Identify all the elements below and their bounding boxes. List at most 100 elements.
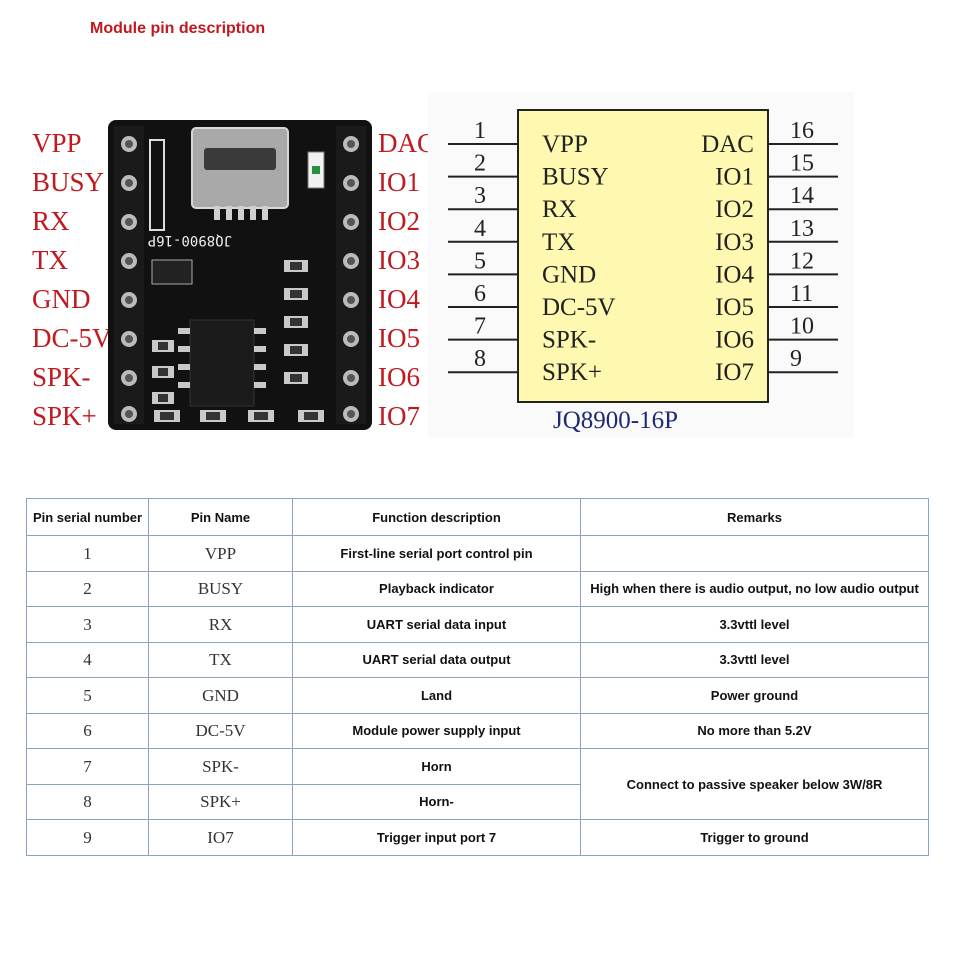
pin-name-cell: RX: [148, 606, 293, 643]
pin-name-cell: BUSY: [148, 570, 293, 607]
table-row: 1 VPP First-line serial port control pin: [26, 535, 929, 572]
function-cell: Playback indicator: [292, 570, 581, 607]
table-row: 6 DC-5V Module power supply input No mor…: [26, 712, 929, 749]
right-pin-name: IO3: [715, 229, 754, 256]
table-row: 8 SPK+ Horn-: [26, 783, 929, 820]
left-pin-name: BUSY: [542, 164, 609, 191]
board-left-pin-labels: VPP BUSY RX TX GND DC-5V SPK- SPK+: [32, 124, 112, 436]
pin-name-cell: DC-5V: [148, 712, 293, 749]
board-pin-label: DAC: [378, 128, 436, 158]
chip-label: JQ8900-16P: [553, 407, 678, 434]
left-pin-name: SPK+: [542, 359, 602, 386]
left-pin-name: DC-5V: [542, 294, 616, 321]
pin-table: Pin serial number Pin Name Function desc…: [26, 498, 929, 856]
board-pin-label: IO2: [378, 206, 420, 236]
left-pin-number: 6: [474, 281, 486, 307]
chip-body: [517, 109, 769, 403]
remark-cell: 3.3vttl level: [580, 606, 929, 643]
right-pin-name: IO2: [715, 196, 754, 223]
left-pin-number: 5: [474, 248, 486, 274]
pin-number-cell: 7: [26, 748, 149, 785]
remark-cell: Connect to passive speaker below 3W/8R: [580, 748, 929, 820]
remark-cell: No more than 5.2V: [580, 712, 929, 749]
right-pin-name: IO6: [715, 327, 754, 354]
board-pin-label: SPK+: [32, 401, 97, 431]
right-pin-name: IO1: [715, 164, 754, 191]
micro-usb-connector: [191, 127, 289, 220]
right-pin-name: IO7: [715, 359, 754, 386]
left-pin-name: RX: [542, 196, 577, 223]
pin-table-container: Pin serial number Pin Name Function desc…: [26, 498, 929, 856]
function-cell: Land: [292, 677, 581, 714]
board-pin-label: IO4: [378, 284, 420, 314]
left-pin-number: 2: [474, 151, 486, 177]
smd-components: [152, 260, 324, 422]
board-pin-label: IO6: [378, 362, 420, 392]
left-pin-number: 3: [474, 183, 486, 209]
function-cell: UART serial data output: [292, 641, 581, 678]
remark-cell: [580, 535, 929, 572]
header-remarks: Remarks: [580, 498, 929, 536]
function-cell: First-line serial port control pin: [292, 535, 581, 572]
left-pin-header: [114, 126, 144, 424]
left-pin-name: VPP: [542, 131, 588, 158]
right-pin-number: 11: [790, 281, 813, 307]
main-ic-chip: [178, 319, 266, 407]
pin-number-cell: 1: [26, 535, 149, 572]
pin-number-cell: 4: [26, 641, 149, 678]
header-pin-number: Pin serial number: [26, 498, 149, 536]
left-pin-name: SPK-: [542, 327, 596, 354]
right-pin-number: 10: [790, 314, 814, 340]
header-function: Function description: [292, 498, 581, 536]
board-pin-label: IO7: [378, 401, 420, 431]
remark-cell: Trigger to ground: [580, 819, 929, 856]
right-pin-number: 15: [790, 151, 814, 177]
function-cell: UART serial data input: [292, 606, 581, 643]
transistor-component: [151, 259, 193, 285]
right-pin-number: 14: [790, 183, 814, 209]
function-cell: Horn: [292, 748, 581, 785]
table-row: 5 GND Land Power ground: [26, 677, 929, 714]
pin-name-cell: VPP: [148, 535, 293, 572]
table-header-row: Pin serial number Pin Name Function desc…: [26, 498, 929, 536]
pin-name-cell: TX: [148, 641, 293, 678]
right-pin-name: IO5: [715, 294, 754, 321]
board-pin-label: TX: [32, 245, 68, 275]
table-row: 3 RX UART serial data input 3.3vttl leve…: [26, 606, 929, 643]
pin-name-cell: GND: [148, 677, 293, 714]
pin-number-cell: 9: [26, 819, 149, 856]
remark-cell: Power ground: [580, 677, 929, 714]
left-pin-name: GND: [542, 261, 596, 288]
right-pin-number: 9: [790, 346, 802, 372]
left-pin-name: TX: [542, 229, 575, 256]
pin-number-cell: 5: [26, 677, 149, 714]
table-row: 7 SPK- Horn Connect to passive speaker b…: [26, 748, 929, 820]
pin-name-cell: SPK-: [148, 748, 293, 785]
board-pin-label: IO5: [378, 323, 420, 353]
pin-name-cell: IO7: [148, 819, 293, 856]
function-cell: Module power supply input: [292, 712, 581, 749]
left-pin-number: 1: [474, 118, 486, 144]
board-pin-label: SPK-: [32, 362, 91, 392]
right-pin-number: 13: [790, 216, 814, 242]
right-pin-name: DAC: [701, 131, 754, 158]
remark-cell: High when there is audio output, no low …: [580, 570, 929, 607]
pin-number-cell: 2: [26, 570, 149, 607]
board-pin-label: RX: [32, 206, 70, 236]
board-pin-label: GND: [32, 284, 91, 314]
remark-cell: 3.3vttl level: [580, 641, 929, 678]
board-pin-label: IO3: [378, 245, 420, 275]
function-cell: Horn-: [292, 783, 581, 820]
left-pin-number: 7: [474, 314, 486, 340]
left-pin-number: 8: [474, 346, 486, 372]
board-right-pin-labels: DAC IO1 IO2 IO3 IO4 IO5 IO6 IO7: [378, 124, 435, 436]
pin-number-cell: 8: [26, 783, 149, 820]
left-pin-number: 4: [474, 216, 486, 242]
silkscreen-label: JQ8900-16P: [148, 232, 232, 248]
module-board-image: JQ8900-16P: [108, 120, 372, 430]
table-row: 2 BUSY Playback indicator High when ther…: [26, 570, 929, 607]
function-cell: Trigger input port 7: [292, 819, 581, 856]
pin-name-cell: SPK+: [148, 783, 293, 820]
pin-number-cell: 3: [26, 606, 149, 643]
